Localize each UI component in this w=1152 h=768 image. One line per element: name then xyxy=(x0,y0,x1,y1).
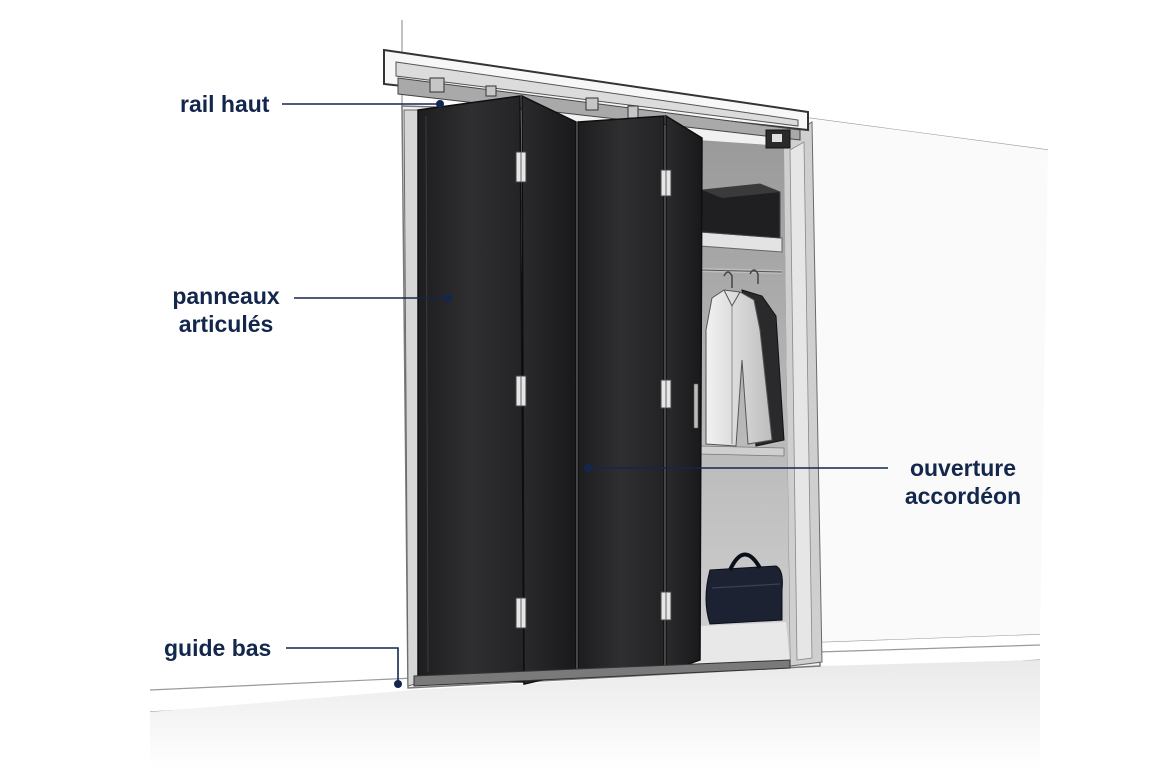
label-rail-haut: rail haut xyxy=(180,90,269,118)
label-guide-bas: guide bas xyxy=(164,634,271,662)
leader-guide-bas xyxy=(286,647,399,682)
panel-1 xyxy=(417,95,525,683)
label-panneaux-line1: panneaux xyxy=(172,283,280,309)
hinge-icon xyxy=(515,597,527,629)
right-wall-face xyxy=(808,118,1048,642)
label-guide-bas-text: guide bas xyxy=(164,635,272,661)
panel-2 xyxy=(521,94,577,685)
label-panneaux-line2: articulés xyxy=(178,311,274,337)
floor xyxy=(150,660,1040,768)
hinge-icon xyxy=(660,379,672,409)
label-ouverture-accordeon: ouverture accordéon xyxy=(900,454,1026,510)
leader-dot-icon xyxy=(584,464,592,472)
leader-dot-icon xyxy=(394,680,402,688)
folding-panels xyxy=(413,94,791,687)
label-ouverture-line1: ouverture xyxy=(909,455,1017,481)
hinge-icon xyxy=(515,151,527,183)
leader-dot-icon xyxy=(444,294,452,302)
door-handle xyxy=(693,383,699,429)
travel-bag xyxy=(705,552,783,625)
leader-dot-icon xyxy=(436,100,444,108)
label-ouverture-line2: accordéon xyxy=(904,483,1022,509)
top-rail xyxy=(383,48,809,149)
hinge-icon xyxy=(515,375,527,407)
closet-interior xyxy=(698,140,790,668)
panel-4 xyxy=(665,114,703,674)
white-shirt xyxy=(705,289,773,447)
label-rail-haut-text: rail haut xyxy=(180,91,270,117)
hinge-icon xyxy=(660,591,672,621)
label-panneaux-articules: panneaux articulés xyxy=(168,282,284,338)
panel-3 xyxy=(577,115,665,673)
hinge-icon xyxy=(660,169,672,197)
bottom-guide xyxy=(413,659,791,687)
hinge-group xyxy=(515,151,672,629)
callouts xyxy=(282,103,888,682)
